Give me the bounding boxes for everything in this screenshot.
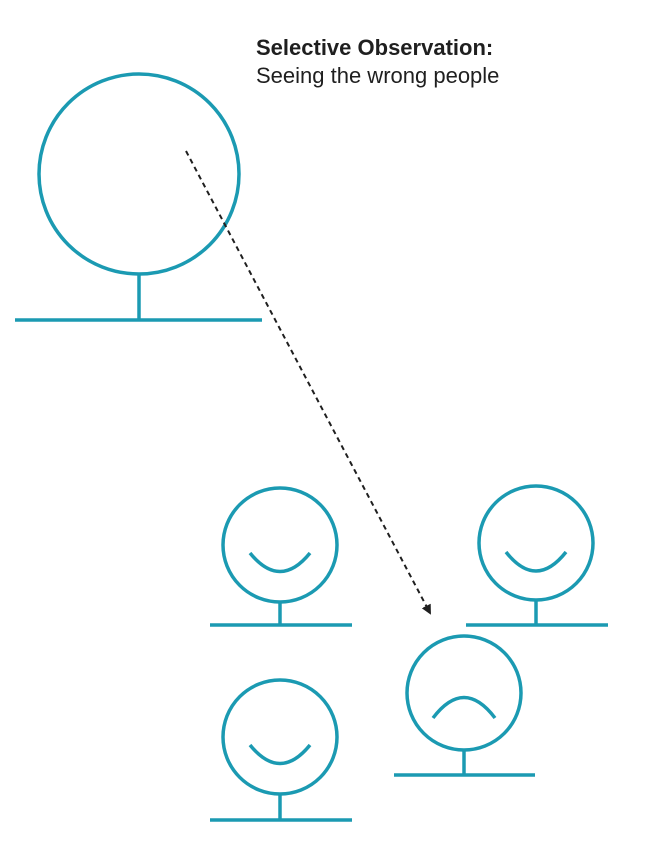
person-head <box>221 678 339 796</box>
person-head <box>221 486 339 604</box>
person-head <box>477 484 595 602</box>
observer-figure <box>15 72 262 322</box>
observer-head <box>37 72 241 276</box>
caption-title: Selective Observation: <box>256 35 494 60</box>
caption-subtitle: Seeing the wrong people <box>256 63 500 88</box>
person-smiling-top-right <box>466 484 608 627</box>
person-smiling-bottom-left <box>210 678 352 822</box>
smile-icon <box>248 743 312 766</box>
diagram-caption: Selective Observation: Seeing the wrong … <box>256 34 499 90</box>
smile-icon <box>248 551 312 574</box>
observation-arrow <box>185 150 431 615</box>
person-head <box>405 634 523 752</box>
smile-icon <box>504 550 568 573</box>
person-smiling-top-left <box>210 486 352 627</box>
person-frowning <box>394 634 535 777</box>
frown-icon <box>431 695 497 720</box>
